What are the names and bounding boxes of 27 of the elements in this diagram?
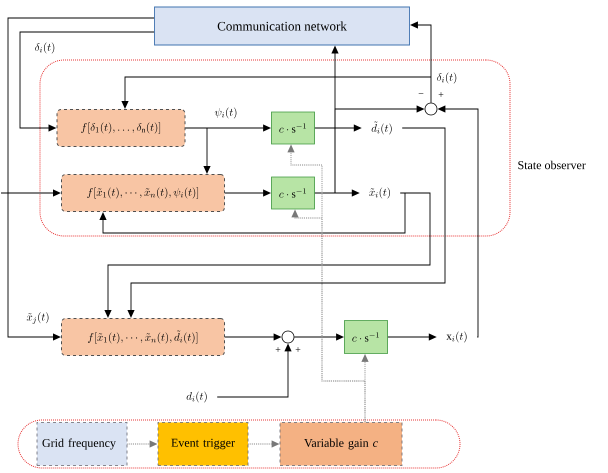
process-box: Grid frequency xyxy=(36,422,128,466)
function-box: $f[\delta_1(t),\ldots,\delta_\mathrm{n}(t)]$ xyxy=(56,109,186,147)
signal-label: $d_i(t)$ xyxy=(186,392,207,402)
integrator-box: $c\cdot \mathrm{s}^{-1}$ xyxy=(271,176,315,210)
edge-label: $\psi_i(t)$ xyxy=(214,106,238,120)
integrator-box: $c\cdot \mathrm{s}^{-1}$ xyxy=(271,112,315,144)
network-box: Communication network xyxy=(154,6,410,46)
signal-label: $\mathrm{x}_i(t)$ xyxy=(446,332,467,342)
signal-label: $\tilde{d}_i(t)$ xyxy=(372,122,392,134)
function-box: $f[\tilde{x}_1(t),\cdots,\tilde{x}_n(t),\psi_i(t)]$ xyxy=(61,174,225,212)
sign-label: + xyxy=(438,92,444,97)
edge-label: $\delta_i(t)$ xyxy=(436,72,458,84)
region-label: State observer xyxy=(518,160,586,170)
summing-junction xyxy=(424,102,438,116)
sign-label: + xyxy=(276,347,280,352)
edge-label: $\tilde{x}_j(t)$ xyxy=(25,311,51,325)
summing-junction xyxy=(282,330,294,344)
edge-label: $\delta_i(t)$ xyxy=(34,42,56,54)
signal-label: $\tilde{x}_i(t)$ xyxy=(369,188,390,198)
process-box: Variable gain c xyxy=(280,422,402,466)
sign-label: + xyxy=(296,347,300,352)
sign-label: − xyxy=(418,93,424,94)
function-box: $f[\tilde{x}_1(t),\cdots,\tilde{x}_n(t),\tilde{d}_i(t)]$ xyxy=(61,318,225,356)
dotted-region xyxy=(18,420,460,468)
integrator-box: $c\cdot \mathrm{s}^{-1}$ xyxy=(344,320,388,354)
process-box: Event trigger xyxy=(158,422,248,466)
arrow xyxy=(99,192,406,234)
